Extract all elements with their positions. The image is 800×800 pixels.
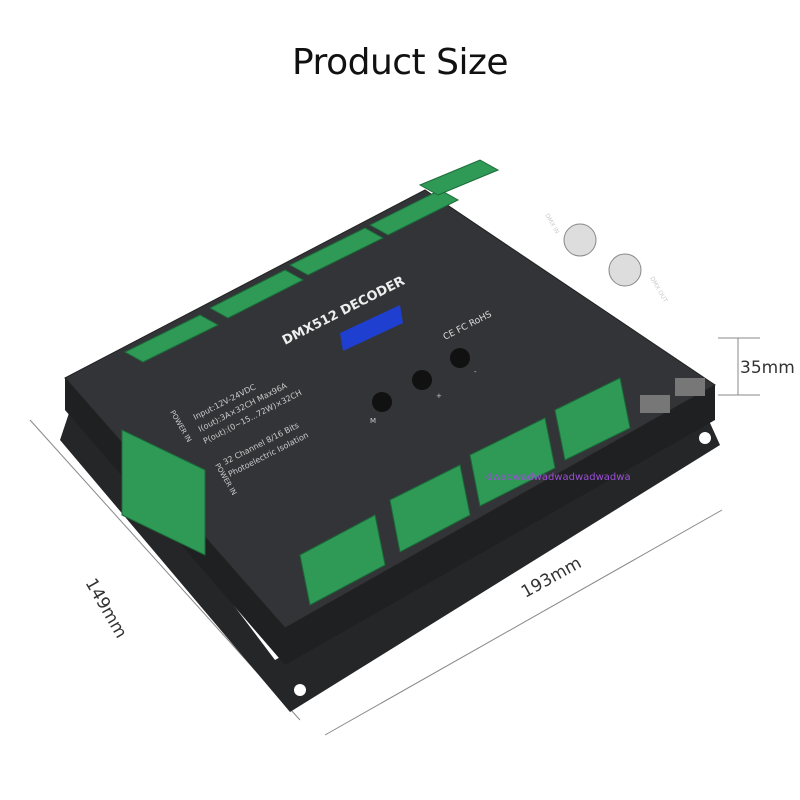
terminal-top-4 [368,189,460,236]
rj45-port-2 [675,378,705,396]
dmx-in-label: DMX IN [543,213,560,236]
terminal-front-3 [469,417,556,507]
mount-hole-left [294,684,306,696]
rj45-port-1 [640,395,670,413]
plus-button [412,370,432,390]
device-side [65,378,715,665]
dmx-in-connector [563,223,597,257]
terminal-front-4 [554,377,631,461]
dmx-out-label: DMX OUT [648,276,669,305]
minus-button [450,348,470,368]
minus-button-label: - [474,368,477,376]
terminal-top-1 [123,314,220,363]
terminal-top-2 [208,269,305,319]
watermark-text: dwadwadwadwadwadwadwa [486,472,631,483]
terminal-front-1 [299,514,386,606]
mounting-plate [60,395,720,712]
lcd-display [340,305,403,351]
front-terminals [299,377,631,606]
mount-hole-right [699,432,711,444]
width-line [324,509,723,736]
top-terminals [123,159,500,363]
terminal-left [121,429,206,556]
m-button [372,392,392,412]
plus-button-label: + [436,392,442,400]
terminal-top-3 [288,227,385,276]
terminal-top-5 [418,159,500,196]
dmx-out-connector [608,253,642,287]
terminal-front-2 [389,464,471,553]
depth-dimension-label: 35mm [740,358,795,378]
page-title: Product Size [291,42,509,83]
m-button-label: M [370,417,376,425]
